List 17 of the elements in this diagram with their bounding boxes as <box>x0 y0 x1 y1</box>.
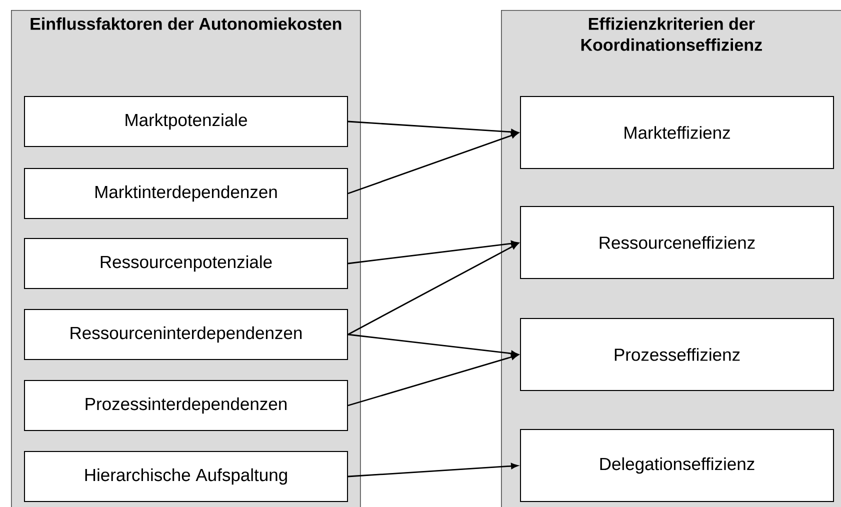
arrow <box>348 463 518 478</box>
arrow <box>348 334 518 356</box>
text-box: Marktpotenziale <box>24 96 348 147</box>
arrow <box>348 132 518 194</box>
text-box: Ressourceninterdependenzen <box>24 309 348 360</box>
text-box: Ressourceneffizienz <box>520 206 834 279</box>
text-box: Ressourcenpotenziale <box>24 238 348 289</box>
arrow <box>348 120 518 135</box>
text-box: Prozesseffizienz <box>520 318 834 391</box>
text-box: Prozessinterdependenzen <box>24 380 348 431</box>
text-box: Delegationseffizienz <box>520 429 834 502</box>
arrow <box>348 240 518 264</box>
text-box: Marktinterdependenzen <box>24 168 348 219</box>
arrow <box>348 243 518 336</box>
text-box: Markteffizienz <box>520 96 834 169</box>
arrow <box>348 354 518 406</box>
text-box: Hierarchische Aufspaltung <box>24 451 348 502</box>
